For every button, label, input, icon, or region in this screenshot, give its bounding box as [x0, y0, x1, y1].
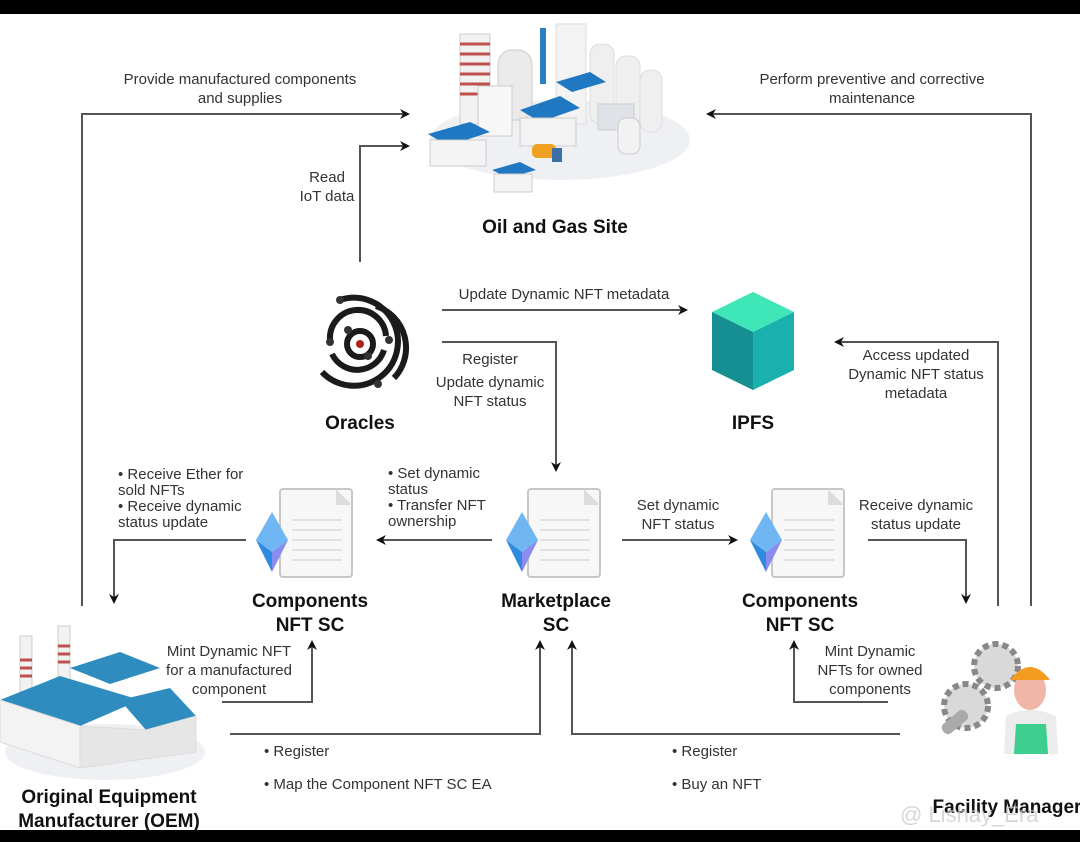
- node-title-ipfs: IPFS: [731, 413, 775, 434]
- title-line: NFT SC: [275, 615, 345, 636]
- edge-label-oem-mint: Mint Dynamic NFT for a manufactured comp…: [152, 642, 306, 699]
- label-line: Mint Dynamic: [824, 643, 916, 660]
- edge-label-market-to-left: • Set dynamic status • Transfer NFT owne…: [388, 466, 486, 530]
- label-line: Register: [462, 351, 518, 368]
- label-line: Dynamic NFT status: [848, 366, 984, 383]
- edge-label-read-iot: Read IoT data: [292, 168, 362, 206]
- edge-label-left-receive: • Receive Ether for sold NFTs • Receive …: [118, 467, 243, 531]
- title-line: Components: [741, 591, 859, 612]
- title-line: Original Equipment: [21, 787, 197, 808]
- label-line: Perform preventive and corrective: [759, 71, 985, 88]
- label-line: sold NFTs: [118, 482, 185, 499]
- edge-label-perform-maintenance: Perform preventive and corrective mainte…: [732, 70, 1012, 108]
- edge-label-fm-market: • Register • Buy an NFT: [672, 742, 761, 794]
- label-line: • Receive dynamic: [118, 498, 242, 515]
- edge-label-oracle-register: Register Update dynamic NFT status: [424, 350, 556, 411]
- label-line: • Receive Ether for: [118, 466, 244, 483]
- label-line: Read: [309, 169, 345, 186]
- label-line: • Register: [672, 743, 738, 760]
- node-title-components-right: Components NFT SC: [720, 590, 880, 638]
- label-line: Provide manufactured components: [123, 71, 357, 88]
- edge-label-update-metadata: Update Dynamic NFT metadata: [458, 286, 670, 303]
- label-line: • Transfer NFT: [388, 497, 486, 514]
- label-line: maintenance: [829, 90, 915, 107]
- label-line: status update: [870, 516, 962, 533]
- edge-label-provide-components: Provide manufactured components and supp…: [100, 70, 380, 108]
- label-line: Update dynamic: [435, 374, 545, 391]
- label-line: • Register: [264, 743, 330, 760]
- label-line: and supplies: [197, 90, 283, 107]
- label-line: • Map the Component NFT SC EA: [264, 776, 492, 793]
- label-line: Access updated: [862, 347, 970, 364]
- label-line: NFT status: [641, 516, 715, 533]
- edge-label-oem-market: • Register • Map the Component NFT SC EA: [264, 742, 492, 794]
- title-line: Manufacturer (OEM): [18, 811, 200, 832]
- label-line: ownership: [388, 513, 457, 530]
- label-line: • Buy an NFT: [672, 776, 762, 793]
- title-line: SC: [542, 615, 570, 636]
- label-line: Set dynamic: [636, 497, 720, 514]
- edge-label-access-metadata: Access updated Dynamic NFT status metada…: [836, 346, 996, 403]
- watermark: @ Lishay_Era: [900, 802, 1039, 827]
- label-line: IoT data: [299, 188, 355, 205]
- title-line: Marketplace: [501, 591, 611, 612]
- label-line: metadata: [884, 385, 948, 402]
- diagram-canvas: [0, 14, 1080, 830]
- title-line: Components: [251, 591, 369, 612]
- label-line: NFTs for owned: [817, 662, 923, 679]
- node-title-oem: Original Equipment Manufacturer (OEM): [4, 786, 214, 834]
- label-line: NFT status: [453, 393, 527, 410]
- edge-label-market-to-right: Set dynamic NFT status: [622, 496, 734, 534]
- label-line: status update: [118, 514, 209, 531]
- label-line: components: [829, 681, 911, 698]
- edge-label-right-receive: Receive dynamic status update: [846, 496, 986, 534]
- label-line: Receive dynamic: [858, 497, 974, 514]
- label-line: status: [388, 481, 429, 498]
- label-line: component: [191, 681, 267, 698]
- node-title-oil-gas-site: Oil and Gas Site: [482, 217, 628, 238]
- node-title-facility-manager: Facility Manager: [932, 797, 1080, 818]
- title-line: NFT SC: [765, 615, 835, 636]
- label-line: for a manufactured: [166, 662, 292, 679]
- label-line: Mint Dynamic NFT: [166, 643, 292, 660]
- edge-label-fm-mint: Mint Dynamic NFTs for owned components: [802, 642, 938, 699]
- label-line: • Set dynamic: [388, 465, 480, 482]
- node-title-components-left: Components NFT SC: [230, 590, 390, 638]
- node-title-marketplace: Marketplace SC: [476, 590, 636, 638]
- node-title-oracles: Oracles: [325, 413, 395, 434]
